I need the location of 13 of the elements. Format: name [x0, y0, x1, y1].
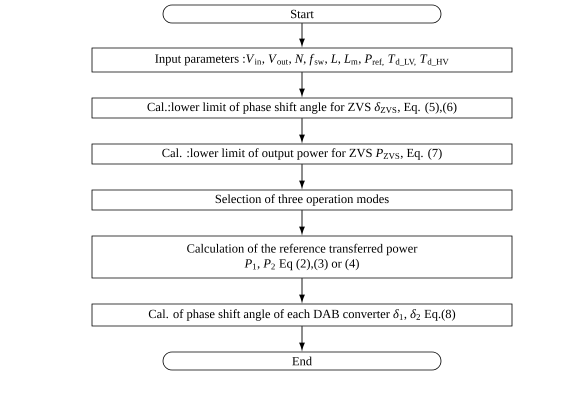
- arrow: [299, 72, 305, 96]
- process-box: Cal.:lower limit of phase shift angle for ZVS δ$_{ZVS}$, Eq. (5),(6): [92, 98, 512, 118]
- arrow: [299, 22, 305, 46]
- process-box: Calculation of the reference transferred power P$_{1}$, P$_{2}$ Eq (2),(3) or (4): [92, 236, 512, 278]
- arrow: [299, 278, 305, 302]
- process-box: Selection of three operation modes: [92, 190, 512, 210]
- arrow: [299, 326, 305, 350]
- arrow: [299, 164, 305, 188]
- process-box: Cal. of phase shift angle of each DAB converter δ$_{1}$, δ$_{2}$ Eq.(8): [92, 304, 512, 326]
- arrow: [299, 118, 305, 142]
- arrow: [299, 210, 305, 234]
- process-box: Input parameters :V$_{in}$, V$_{out}$, N, f$_{sw}$, L, L$_{m}$, P$_{ref,}$ T$_{d_LV,}$ T$_{d_HV}$: [92, 48, 512, 72]
- process-box: Cal. :lower limit of output power for ZVS P$_{ZVS}$, Eq. (7): [92, 144, 512, 164]
